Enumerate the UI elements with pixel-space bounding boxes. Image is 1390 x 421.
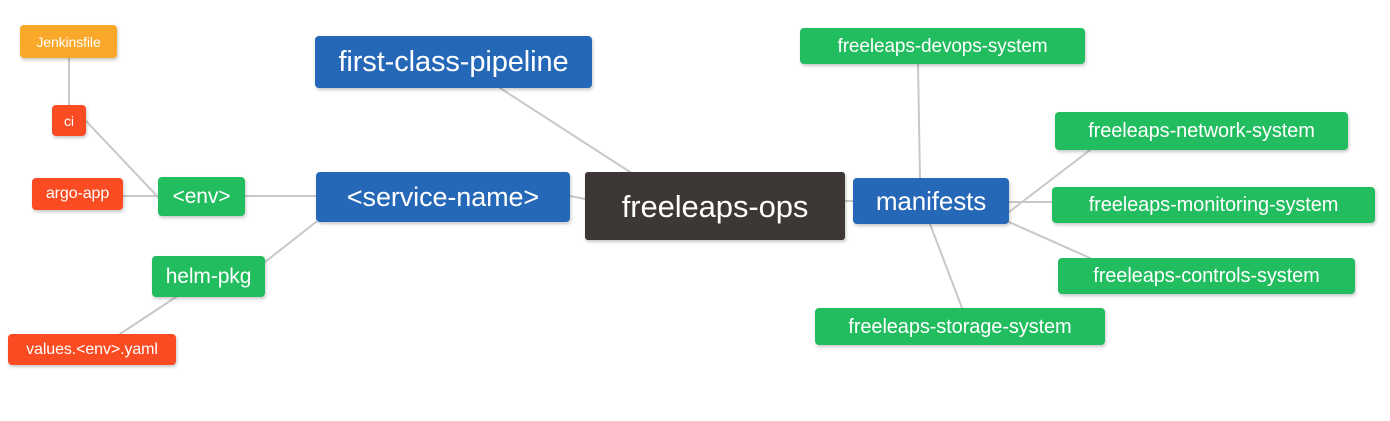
node-storage-system[interactable]: freeleaps-storage-system <box>815 308 1105 345</box>
node-service-name[interactable]: <service-name> <box>316 172 570 222</box>
node-values-yaml[interactable]: values.<env>.yaml <box>8 334 176 365</box>
edge-manifests-to-storage-system <box>929 223 963 309</box>
edge-helm-pkg-to-values-yaml <box>119 296 177 335</box>
edge-manifests-to-controls-system <box>1008 221 1091 259</box>
node-argo-app[interactable]: argo-app <box>32 178 123 210</box>
node-devops-system[interactable]: freeleaps-devops-system <box>800 28 1085 64</box>
node-env[interactable]: <env> <box>158 177 245 216</box>
node-monitoring-system[interactable]: freeleaps-monitoring-system <box>1052 187 1375 223</box>
node-helm-pkg[interactable]: helm-pkg <box>152 256 265 297</box>
edge-manifests-to-devops-system <box>917 63 921 179</box>
edge-service-name-to-helm-pkg <box>264 221 317 263</box>
node-ci[interactable]: ci <box>52 105 86 136</box>
node-freeleaps-ops[interactable]: freeleaps-ops <box>585 172 845 240</box>
node-controls-system[interactable]: freeleaps-controls-system <box>1058 258 1355 294</box>
edge-first-class-pipeline-to-freeleaps-ops <box>499 87 631 173</box>
node-network-system[interactable]: freeleaps-network-system <box>1055 112 1348 150</box>
node-jenkinsfile[interactable]: Jenkinsfile <box>20 25 117 58</box>
edge-service-name-to-freeleaps-ops <box>569 195 586 200</box>
node-manifests[interactable]: manifests <box>853 178 1009 224</box>
node-first-class-pipeline[interactable]: first-class-pipeline <box>315 36 592 88</box>
